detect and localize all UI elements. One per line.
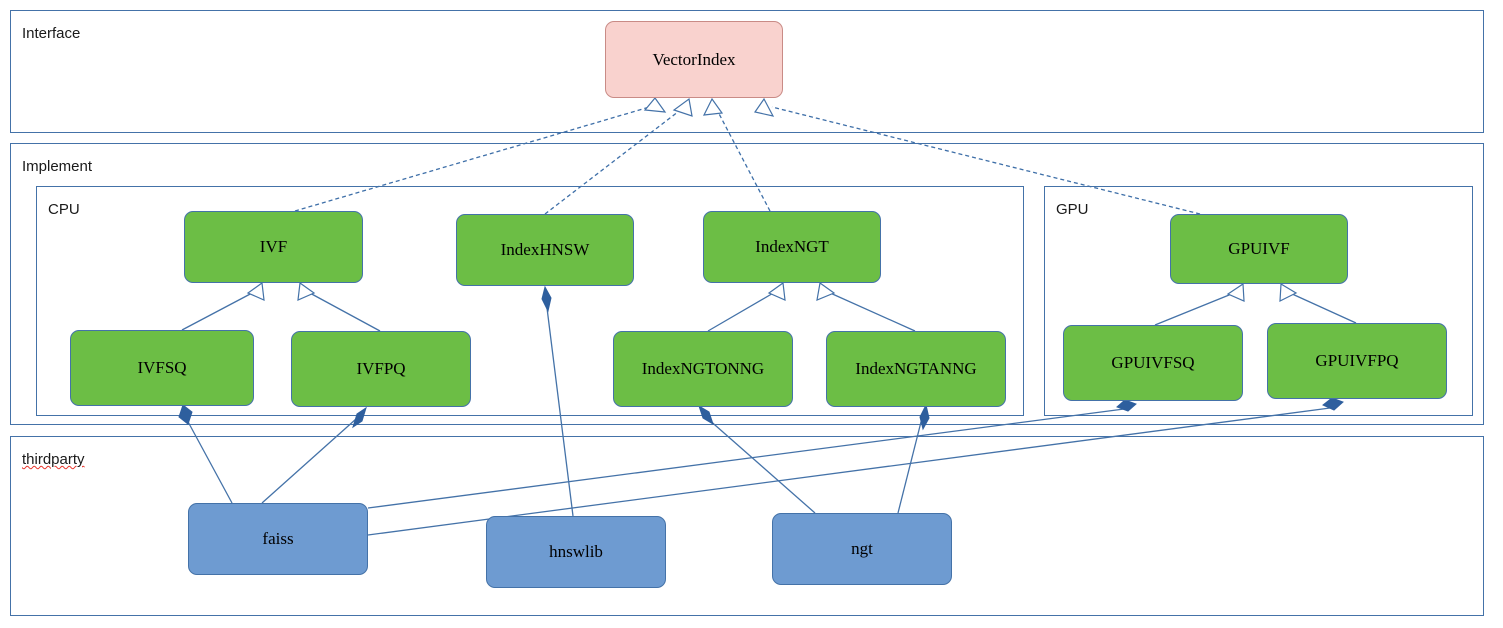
package-label-gpu: GPU <box>1056 201 1089 218</box>
node-gpuivfsq[interactable]: GPUIVFSQ <box>1063 325 1243 401</box>
package-label-interface: Interface <box>22 25 81 42</box>
node-vectorindex[interactable]: VectorIndex <box>605 21 783 98</box>
node-indexngt[interactable]: IndexNGT <box>703 211 881 283</box>
node-label-gpuivf: GPUIVF <box>1228 239 1290 258</box>
node-ngt[interactable]: ngt <box>772 513 952 585</box>
node-label-ivfsq: IVFSQ <box>137 358 187 377</box>
package-label-cpu: CPU <box>48 201 80 218</box>
node-gpuivf[interactable]: GPUIVF <box>1170 214 1348 284</box>
node-label-vectorindex: VectorIndex <box>652 49 736 69</box>
node-hnswlib[interactable]: hnswlib <box>486 516 666 588</box>
node-ivfsq[interactable]: IVFSQ <box>70 330 254 406</box>
node-label-indexhnsw: IndexHNSW <box>500 240 590 259</box>
node-indexhnsw[interactable]: IndexHNSW <box>456 214 634 286</box>
node-gpuivfpq[interactable]: GPUIVFPQ <box>1267 323 1447 399</box>
node-label-gpuivfsq: GPUIVFSQ <box>1111 353 1195 372</box>
package-label-thirdparty: thirdparty <box>22 451 85 468</box>
node-ivf[interactable]: IVF <box>184 211 363 283</box>
node-indexngtanng[interactable]: IndexNGTANNG <box>826 331 1006 407</box>
node-label-ivfpq: IVFPQ <box>356 359 406 378</box>
node-ivfpq[interactable]: IVFPQ <box>291 331 471 407</box>
node-label-gpuivfpq: GPUIVFPQ <box>1315 351 1399 370</box>
node-label-indexngtanng: IndexNGTANNG <box>855 359 977 378</box>
node-label-indexngt: IndexNGT <box>755 237 829 256</box>
node-label-ngt: ngt <box>851 539 873 558</box>
node-faiss[interactable]: faiss <box>188 503 368 575</box>
node-label-indexngtonng: IndexNGTONNG <box>641 359 765 378</box>
node-indexngtonng[interactable]: IndexNGTONNG <box>613 331 793 407</box>
node-label-ivf: IVF <box>259 237 288 256</box>
node-label-faiss: faiss <box>262 529 294 548</box>
node-label-hnswlib: hnswlib <box>549 542 603 561</box>
package-label-implement: Implement <box>22 158 93 175</box>
